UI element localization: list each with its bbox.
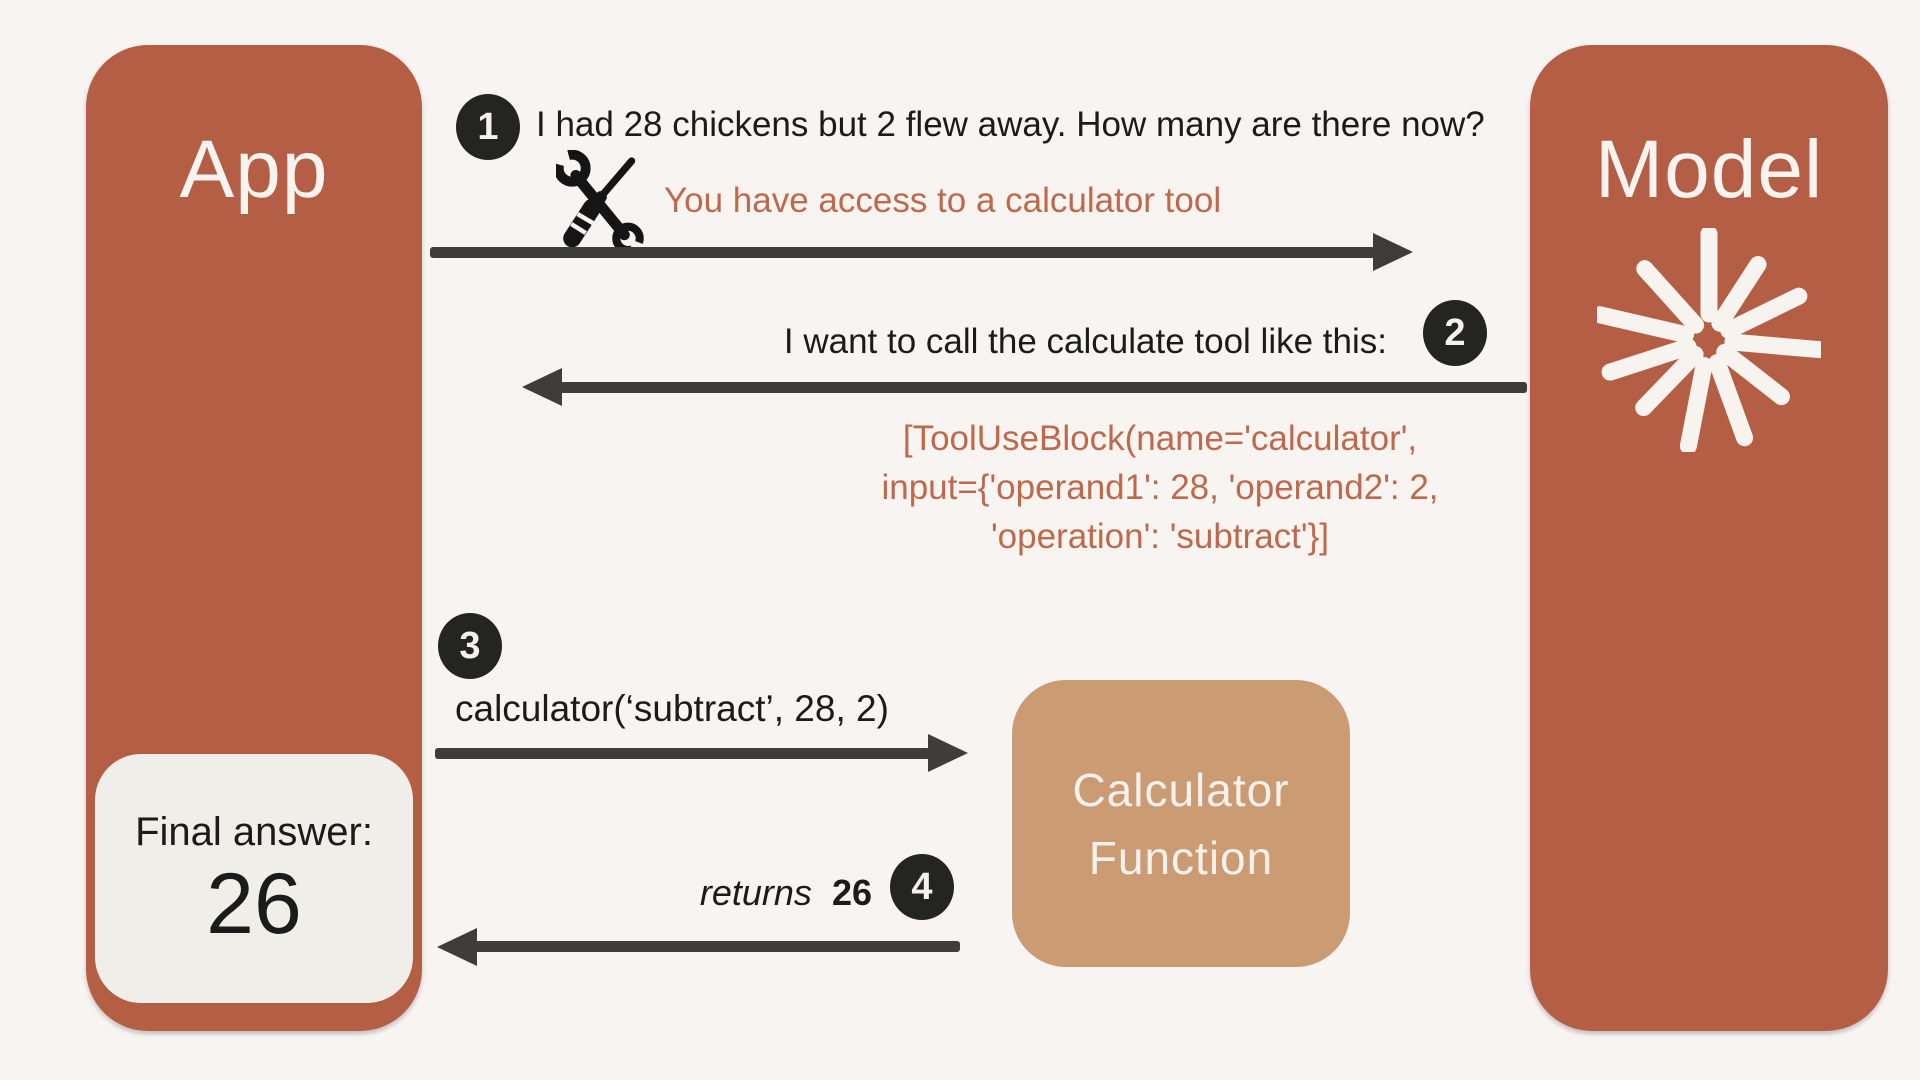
step4-number-badge: 4 <box>890 854 954 920</box>
step2-number-badge: 2 <box>1423 300 1487 366</box>
step1-arrow-line <box>430 247 1375 258</box>
step2-arrow-head <box>522 368 562 406</box>
step4-arrow-head <box>437 928 477 966</box>
step1-arrow-head <box>1373 233 1413 271</box>
model-starburst-icon <box>1597 228 1821 452</box>
step3-number: 3 <box>459 624 481 667</box>
final-answer-label: Final answer: <box>135 810 373 854</box>
tools-icon <box>556 150 646 260</box>
model-box: Model <box>1530 45 1888 1031</box>
app-box-label: App <box>179 124 329 215</box>
step4-number: 4 <box>911 865 933 908</box>
step3-arrow-head <box>928 734 968 772</box>
step4-returns-text: returns 26 <box>500 872 872 914</box>
code-line-3: 'operation': 'subtract'}] <box>990 517 1330 556</box>
step2-model-message: I want to call the calculate tool like t… <box>783 322 1387 361</box>
step3-arrow-line <box>435 748 930 759</box>
step1-system-note: You have access to a calculator tool <box>664 181 1222 220</box>
step1-user-message: I had 28 chickens but 2 flew away. How m… <box>536 105 1485 144</box>
step2-number: 2 <box>1444 311 1466 354</box>
final-answer-box: Final answer: 26 <box>95 754 413 1003</box>
final-answer-value: 26 <box>206 856 302 952</box>
step4-returns-value: 26 <box>831 872 872 913</box>
step3-call-text: calculator(‘subtract’, 28, 2) <box>455 688 889 729</box>
step2-arrow-line <box>560 382 1527 393</box>
step3-number-badge: 3 <box>438 613 502 679</box>
calculator-box-label-line2: Function <box>1088 831 1274 884</box>
calculator-function-box: Calculator Function <box>1012 680 1350 967</box>
step1-number-badge: 1 <box>456 94 520 160</box>
model-box-label: Model <box>1594 124 1824 215</box>
code-line-1: [ToolUseBlock(name='calculator', <box>902 419 1418 458</box>
step4-arrow-line <box>475 941 960 952</box>
step1-number: 1 <box>477 105 499 148</box>
step2-tool-use-code: [ToolUseBlock(name='calculator', input={… <box>850 414 1470 561</box>
calculator-box-label-line1: Calculator <box>1072 763 1290 816</box>
code-line-2: input={'operand1': 28, 'operand2': 2, <box>881 468 1439 507</box>
step4-returns-word: returns <box>699 872 812 913</box>
